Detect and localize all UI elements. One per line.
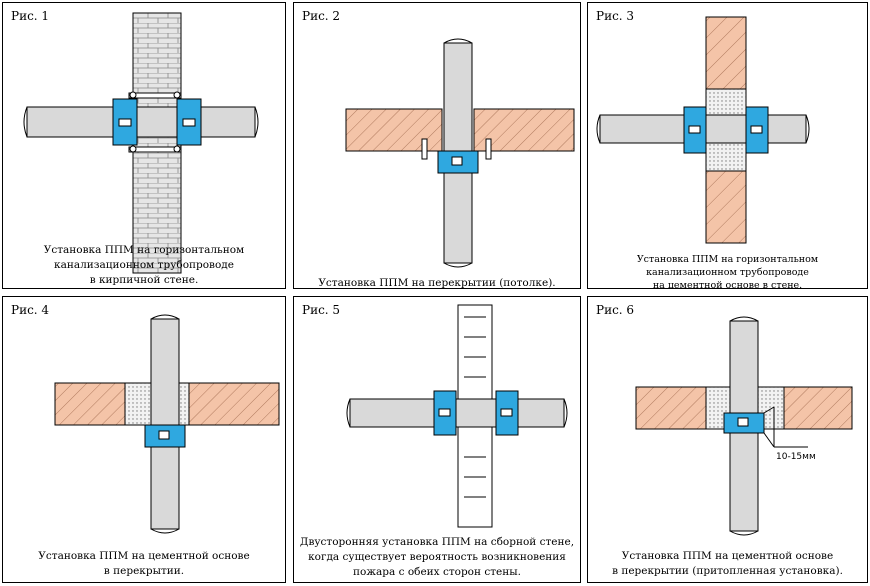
panel-title: Рис. 6 (596, 303, 635, 317)
caption-line: Установка ППМ на цементной основе (38, 550, 250, 562)
caption-line: Установка ППМ на перекрытии (потолке). (318, 277, 556, 289)
floor-slab (54, 382, 126, 426)
caption-line: когда существует вероятность возникновен… (308, 551, 566, 563)
caption: Установка ППМ на горизонтальном канализа… (3, 243, 285, 288)
panel-title: Рис. 5 (302, 303, 341, 317)
caption-line: Двусторонняя установка ППМ на сборной ст… (299, 536, 575, 548)
pipe-vertical (150, 318, 180, 530)
caption-line: Установка ППМ на цементной основе (621, 550, 834, 562)
fig-4-drawing (54, 314, 280, 534)
caption-line: в кирпичной стене. (89, 274, 199, 286)
fig-6-drawing: 10-15мм (635, 316, 853, 536)
panel-title: Рис. 1 (11, 9, 50, 23)
pipe-horizontal (349, 398, 565, 428)
pipe-horizontal (26, 106, 256, 138)
fig-3-drawing (596, 16, 810, 244)
fig-2-drawing (345, 38, 575, 268)
caption: Установка ППМ на перекрытии (потолке). (294, 276, 580, 289)
ceiling-slab (345, 108, 443, 152)
caption-line: Установка ППМ на горизонтальном (636, 254, 819, 265)
caption: Установка ППМ на горизонтальном канализа… (588, 253, 867, 289)
wall-upper (705, 16, 747, 90)
caption: Двусторонняя установка ППМ на сборной ст… (294, 535, 580, 580)
dimension-label: 10-15мм (776, 452, 816, 462)
panel-fig-2: Рис. 2 Установка ППМ на перекрытии (пото… (293, 2, 581, 289)
caption-line: канализационном трубопроводе (646, 267, 809, 278)
brick-wall (132, 12, 182, 274)
panel-fig-5: Рис. 5 Двусторонняя установка ППМ на сбо… (293, 296, 581, 583)
fig-5-drawing (346, 304, 568, 528)
panel-fig-1: Рис. 1 Установка ППМ на горизонтальном к… (2, 2, 286, 289)
panel-fig-6: Рис. 6 10-15мм Установка ППМ на цементно… (587, 296, 868, 583)
wall-lower (705, 170, 747, 244)
cement-upper (705, 88, 747, 118)
fig-1-drawing (23, 12, 259, 274)
floor-slab (635, 386, 707, 430)
caption: Установка ППМ на цементной основе в пере… (3, 549, 285, 579)
caption-line: на цементной основе в стене. (652, 280, 803, 289)
panel-title: Рис. 4 (11, 303, 50, 317)
caption: Установка ППМ на цементной основе в пере… (588, 549, 867, 579)
panel-fig-4: Рис. 4 Установка ППМ на цементной основе… (2, 296, 286, 583)
panel-title: Рис. 2 (302, 9, 341, 23)
panel-fig-3: Рис. 3 Установка ППМ на горизонтальном к… (587, 2, 868, 289)
caption-line: в перекрытии (притопленная установка). (612, 565, 843, 577)
caption-line: Установка ППМ на горизонтальном (43, 244, 245, 256)
cement-lower (705, 140, 747, 172)
caption-line: канализационном трубопроводе (54, 259, 234, 271)
caption-line: в перекрытии. (103, 565, 185, 577)
panel-title: Рис. 3 (596, 9, 635, 23)
caption-line: пожара с обеих сторон стены. (353, 566, 521, 578)
